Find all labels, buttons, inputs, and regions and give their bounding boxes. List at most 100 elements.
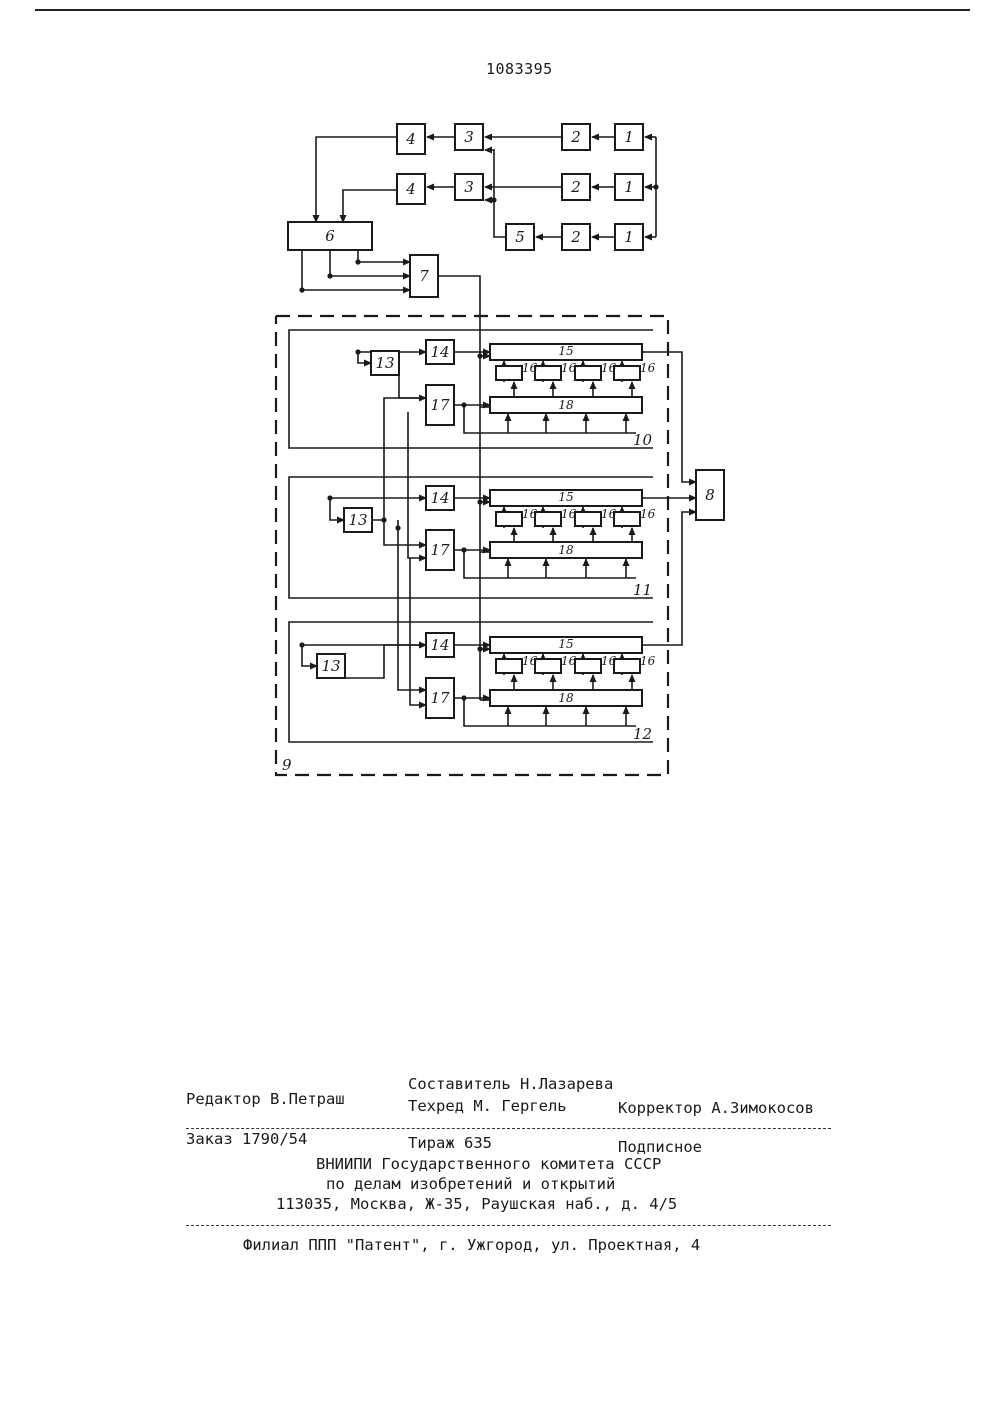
wire-6-to-7-a bbox=[358, 250, 410, 262]
block-17-ch1-label: 17 bbox=[430, 396, 450, 414]
block-1-row1-label: 1 bbox=[624, 128, 634, 146]
block-18-ch1-label: 18 bbox=[558, 398, 574, 412]
blocks bbox=[288, 124, 724, 718]
junction-dot bbox=[461, 547, 466, 552]
block-16-label-ch1-4: 16 bbox=[640, 361, 656, 375]
subscription-line: Подписное bbox=[618, 1138, 702, 1156]
block-4-top-label: 4 bbox=[405, 130, 416, 148]
junction-dot bbox=[327, 495, 332, 500]
organization-line-2: по делам изобретений и открытий bbox=[326, 1175, 615, 1193]
block-9-label: 9 bbox=[282, 756, 292, 774]
block-16-label-ch2-1: 16 bbox=[522, 507, 538, 521]
tech-editor-line: Техред М. Гергель bbox=[408, 1097, 567, 1115]
block-16-ch1-2 bbox=[535, 366, 561, 380]
block-17-ch3-label: 17 bbox=[430, 689, 450, 707]
proofreader-line: Корректор А.Зимокосов bbox=[618, 1099, 814, 1117]
block-16-label-ch2-4: 16 bbox=[640, 507, 656, 521]
block-16-label-ch1-2: 16 bbox=[561, 361, 577, 375]
block-16-ch2-4 bbox=[614, 512, 640, 526]
wire-4-to-6-mid bbox=[343, 190, 397, 222]
block-8-label: 8 bbox=[705, 486, 715, 504]
block-16-label-ch3-1: 16 bbox=[522, 654, 538, 668]
block-16-ch2-2 bbox=[535, 512, 561, 526]
block-16-label-ch1-1: 16 bbox=[522, 361, 538, 375]
junction-dot bbox=[355, 349, 360, 354]
block-13-ch1-label: 13 bbox=[375, 354, 394, 372]
block-16-label-ch2-2: 16 bbox=[561, 507, 577, 521]
block-diagram: 9121212335446710141516161616171813111415… bbox=[0, 0, 1000, 800]
block-16-label-ch2-3: 16 bbox=[601, 507, 617, 521]
block-16-ch1-1 bbox=[496, 366, 522, 380]
junction-dot bbox=[477, 353, 482, 358]
wire-cross-ch3 bbox=[410, 558, 426, 705]
circulation-line: Тираж 635 bbox=[408, 1134, 492, 1152]
block-13-ch3-label: 13 bbox=[321, 657, 340, 675]
wire-13-cross-ch2a bbox=[372, 398, 426, 520]
block-5-label: 5 bbox=[515, 228, 525, 246]
block-1-row3-label: 1 bbox=[624, 228, 634, 246]
block-16-ch3-3 bbox=[575, 659, 601, 673]
wire-13-to-17-ch2 bbox=[384, 520, 426, 545]
divider-1 bbox=[186, 1128, 831, 1129]
wire-6-to-13-ch2 bbox=[330, 498, 344, 520]
block-16-ch3-2 bbox=[535, 659, 561, 673]
block-16-ch1-3 bbox=[575, 366, 601, 380]
address-line: 113035, Москва, Ж-35, Раушская наб., д. … bbox=[276, 1195, 677, 1213]
order-line: Заказ 1790/54 bbox=[186, 1130, 307, 1148]
junction-dot bbox=[491, 197, 496, 202]
block-16-label-ch3-2: 16 bbox=[561, 654, 577, 668]
block-13-ch2-label: 13 bbox=[348, 511, 367, 529]
block-3-top-label: 3 bbox=[464, 128, 474, 146]
organization-line-1: ВНИИПИ Государственного комитета СССР bbox=[316, 1155, 661, 1173]
junction-dot bbox=[381, 517, 386, 522]
block-16-label-ch1-3: 16 bbox=[601, 361, 617, 375]
junction-dot bbox=[653, 184, 658, 189]
block-16-label-ch3-3: 16 bbox=[601, 654, 617, 668]
block-2-row1-label: 2 bbox=[570, 128, 581, 146]
channel-label-ch1: 10 bbox=[633, 431, 653, 449]
wire-13-to-14-ch3 bbox=[345, 645, 426, 678]
wire-4-to-6-top bbox=[316, 137, 397, 222]
wire-5-feedback bbox=[494, 200, 506, 237]
block-16-ch3-4 bbox=[614, 659, 640, 673]
block-14-ch3-label: 14 bbox=[430, 636, 449, 654]
block-6-label: 6 bbox=[325, 227, 335, 245]
junction-dots bbox=[299, 184, 658, 700]
wire-6-to-13-ch3 bbox=[302, 645, 317, 666]
junction-dot bbox=[299, 287, 304, 292]
editor-line: Редактор В.Петраш bbox=[186, 1090, 345, 1108]
wire-13-to-17-ch1 bbox=[399, 363, 426, 398]
junction-dot bbox=[477, 499, 482, 504]
junction-dot bbox=[355, 259, 360, 264]
block-14-ch2-label: 14 bbox=[430, 489, 449, 507]
junction-dot bbox=[299, 642, 304, 647]
block-3-mid-label: 3 bbox=[464, 178, 474, 196]
junction-dot bbox=[395, 525, 400, 530]
block-2-row2-label: 2 bbox=[570, 178, 581, 196]
block-18-ch2-label: 18 bbox=[558, 543, 574, 557]
wire-6-to-7-c bbox=[302, 250, 410, 290]
wire-cross-ch2 bbox=[408, 412, 426, 558]
block-2-row3-label: 2 bbox=[570, 228, 581, 246]
block-14-ch1-label: 14 bbox=[430, 343, 449, 361]
channel-label-ch2: 11 bbox=[633, 581, 652, 599]
block-15-ch2-label: 15 bbox=[558, 490, 573, 504]
block-1-row2-label: 1 bbox=[624, 178, 634, 196]
block-16-ch1-4 bbox=[614, 366, 640, 380]
block-17-ch2-label: 17 bbox=[430, 541, 450, 559]
block-7-label: 7 bbox=[419, 267, 429, 285]
block-16-label-ch3-4: 16 bbox=[640, 654, 656, 668]
junction-dot bbox=[461, 402, 466, 407]
wire-5-to-3-top bbox=[485, 150, 494, 200]
wire-6-to-7-b bbox=[330, 250, 410, 276]
block-16-ch2-3 bbox=[575, 512, 601, 526]
junction-dot bbox=[461, 695, 466, 700]
junction-dot bbox=[477, 646, 482, 651]
block-18-ch3-label: 18 bbox=[558, 691, 574, 705]
branch-line: Филиал ППП "Патент", г. Ужгород, ул. Про… bbox=[243, 1236, 700, 1254]
divider-2 bbox=[186, 1225, 831, 1226]
block-16-ch2-1 bbox=[496, 512, 522, 526]
block-15-ch3-label: 15 bbox=[558, 637, 573, 651]
compiler-line: Составитель Н.Лазарева bbox=[408, 1075, 613, 1093]
junction-dot bbox=[327, 273, 332, 278]
